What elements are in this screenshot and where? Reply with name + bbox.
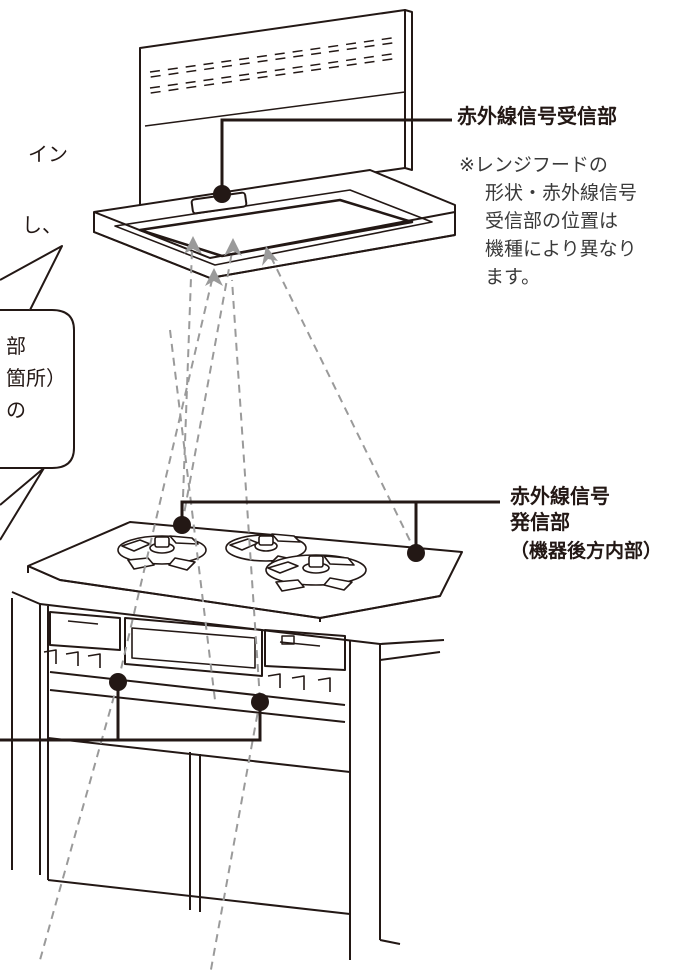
infrared-beams [39,249,417,976]
hood-note: ※レンジフードの 形状・赤外線信号 受信部の位置は 機種により異なり ます。 [459,151,637,291]
knob-dot-left [109,673,127,691]
hood-note-line-2: 形状・赤外線信号 [485,182,638,204]
marker-dots [109,185,425,711]
burner-left [117,535,207,571]
bubble-text-1: 部 [6,334,26,358]
kitchen-cabinet [11,591,445,960]
emitter-sublabel: （機器後方内部） [510,540,663,562]
hood-note-line-1: ※レンジフードの [459,154,608,176]
hood-receiver-label: 赤外線信号受信部 [457,104,617,128]
knob-dot-right [251,693,269,711]
range-hood [93,9,456,279]
arrowhead-right [262,246,278,266]
receiver-dot [213,185,231,203]
burner-front [265,554,367,592]
cooktop [27,521,463,622]
hood-note-line-5: ます。 [485,266,541,288]
bubble-text-2: 箇所） [6,366,66,390]
bubble-text-3: の [6,398,26,422]
arrowhead-lower [205,268,223,286]
arrowhead-center [224,238,242,256]
cropped-text-2: し、 [22,213,62,237]
arrowhead-left [184,236,202,254]
emitter-label-line-2: 発信部 [510,510,570,534]
speech-bubble [0,245,75,541]
hood-note-line-4: 機種により異なり [485,238,637,260]
beam-arrowheads [184,236,278,286]
emitter-dot-right [407,544,425,562]
hood-vent-slots [144,37,406,127]
cropped-text-1: イン [28,142,68,166]
emitter-dot-left [173,516,191,534]
control-knobs [43,649,331,692]
leader-lines [0,118,500,742]
emitter-label: 赤外線信号 発信部 [510,483,610,535]
hood-note-line-3: 受信部の位置は [485,210,619,232]
emitter-label-line-1: 赤外線信号 [510,484,610,508]
